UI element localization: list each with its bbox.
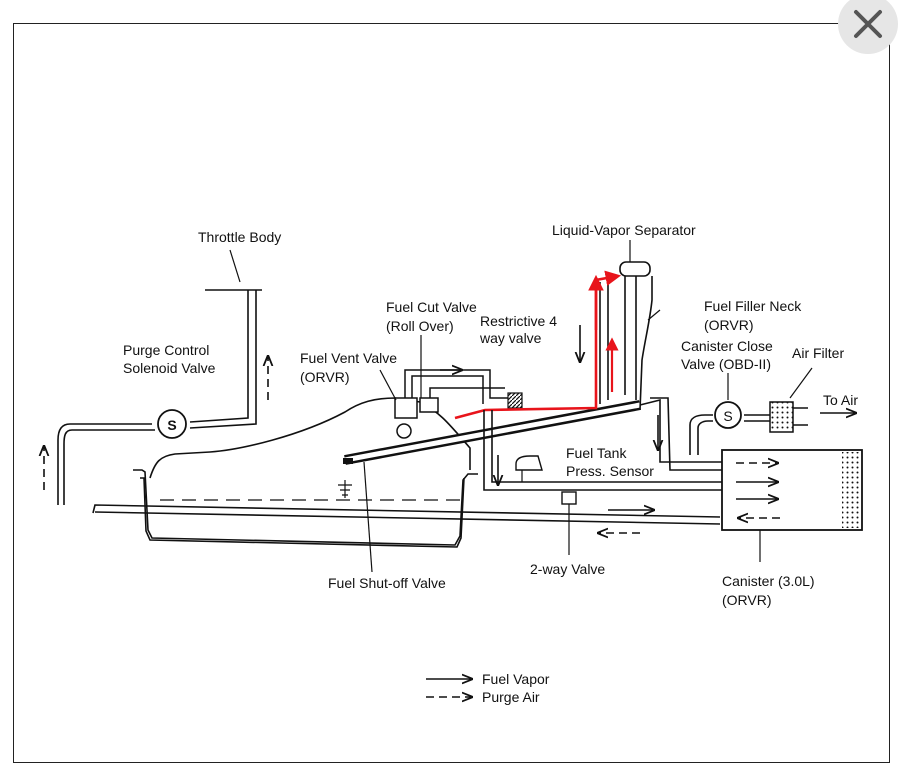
label-fuel-vent-valve: Fuel Vent Valve [300, 350, 397, 366]
label-air-filter: Air Filter [792, 345, 844, 361]
label-to-air: To Air [823, 392, 858, 408]
label-fuel-cut-valve-sub: (Roll Over) [386, 318, 454, 334]
legend-fuel-vapor: Fuel Vapor [482, 671, 550, 687]
label-canister-close-valve: Canister Close [681, 338, 773, 354]
fuel-tank [133, 397, 478, 548]
label-restrictive-valve: Restrictive 4 [480, 313, 557, 329]
label-fuel-vent-valve-sub: (ORVR) [300, 369, 350, 385]
liquid-vapor-separator [599, 240, 661, 411]
fuel-level-symbol [338, 480, 352, 498]
label-fuel-filler-neck: Fuel Filler Neck [704, 298, 802, 314]
label-canister-close-valve-sub: Valve (OBD-II) [681, 356, 771, 372]
close-valve-symbol: S [723, 408, 732, 424]
fuel-cut-valve [404, 335, 510, 413]
label-liquid-vapor-separator: Liquid-Vapor Separator [552, 222, 696, 238]
label-fuel-tank-sensor-sub: Press. Sensor [566, 463, 654, 479]
legend-purge-air: Purge Air [482, 689, 540, 705]
label-fuel-shutoff-valve: Fuel Shut-off Valve [328, 575, 446, 591]
label-canister-sub: (ORVR) [722, 592, 772, 608]
bottom-line [92, 504, 721, 518]
restrictive-4-way-valve [507, 392, 523, 409]
label-fuel-filler-neck-sub: (ORVR) [704, 317, 754, 333]
canister [721, 449, 863, 562]
label-purge-control: Purge Control [123, 342, 209, 358]
air-filter [769, 367, 813, 433]
label-purge-control-sub: Solenoid Valve [123, 360, 216, 376]
canister-piping [483, 397, 808, 491]
label-throttle-body: Throttle Body [198, 229, 281, 245]
label-fuel-tank-sensor: Fuel Tank [566, 445, 627, 461]
label-two-way-valve: 2-way Valve [530, 561, 605, 577]
solenoid-symbol: S [167, 417, 176, 433]
fuel-tank-pressure-sensor [515, 455, 543, 471]
label-restrictive-valve-sub: way valve [479, 330, 542, 346]
vapor-flow-highlight [454, 270, 622, 420]
label-fuel-cut-valve: Fuel Cut Valve [386, 299, 477, 315]
canister-close-valve [714, 401, 742, 429]
fuel-vent-valve [379, 369, 418, 439]
purge-control-solenoid [157, 409, 187, 439]
label-canister: Canister (3.0L) [722, 573, 815, 589]
throttle-body-line [57, 249, 262, 505]
diagram-frame [13, 23, 890, 763]
two-way-valve [561, 491, 577, 505]
close-icon [854, 10, 882, 38]
close-button[interactable] [838, 0, 898, 54]
